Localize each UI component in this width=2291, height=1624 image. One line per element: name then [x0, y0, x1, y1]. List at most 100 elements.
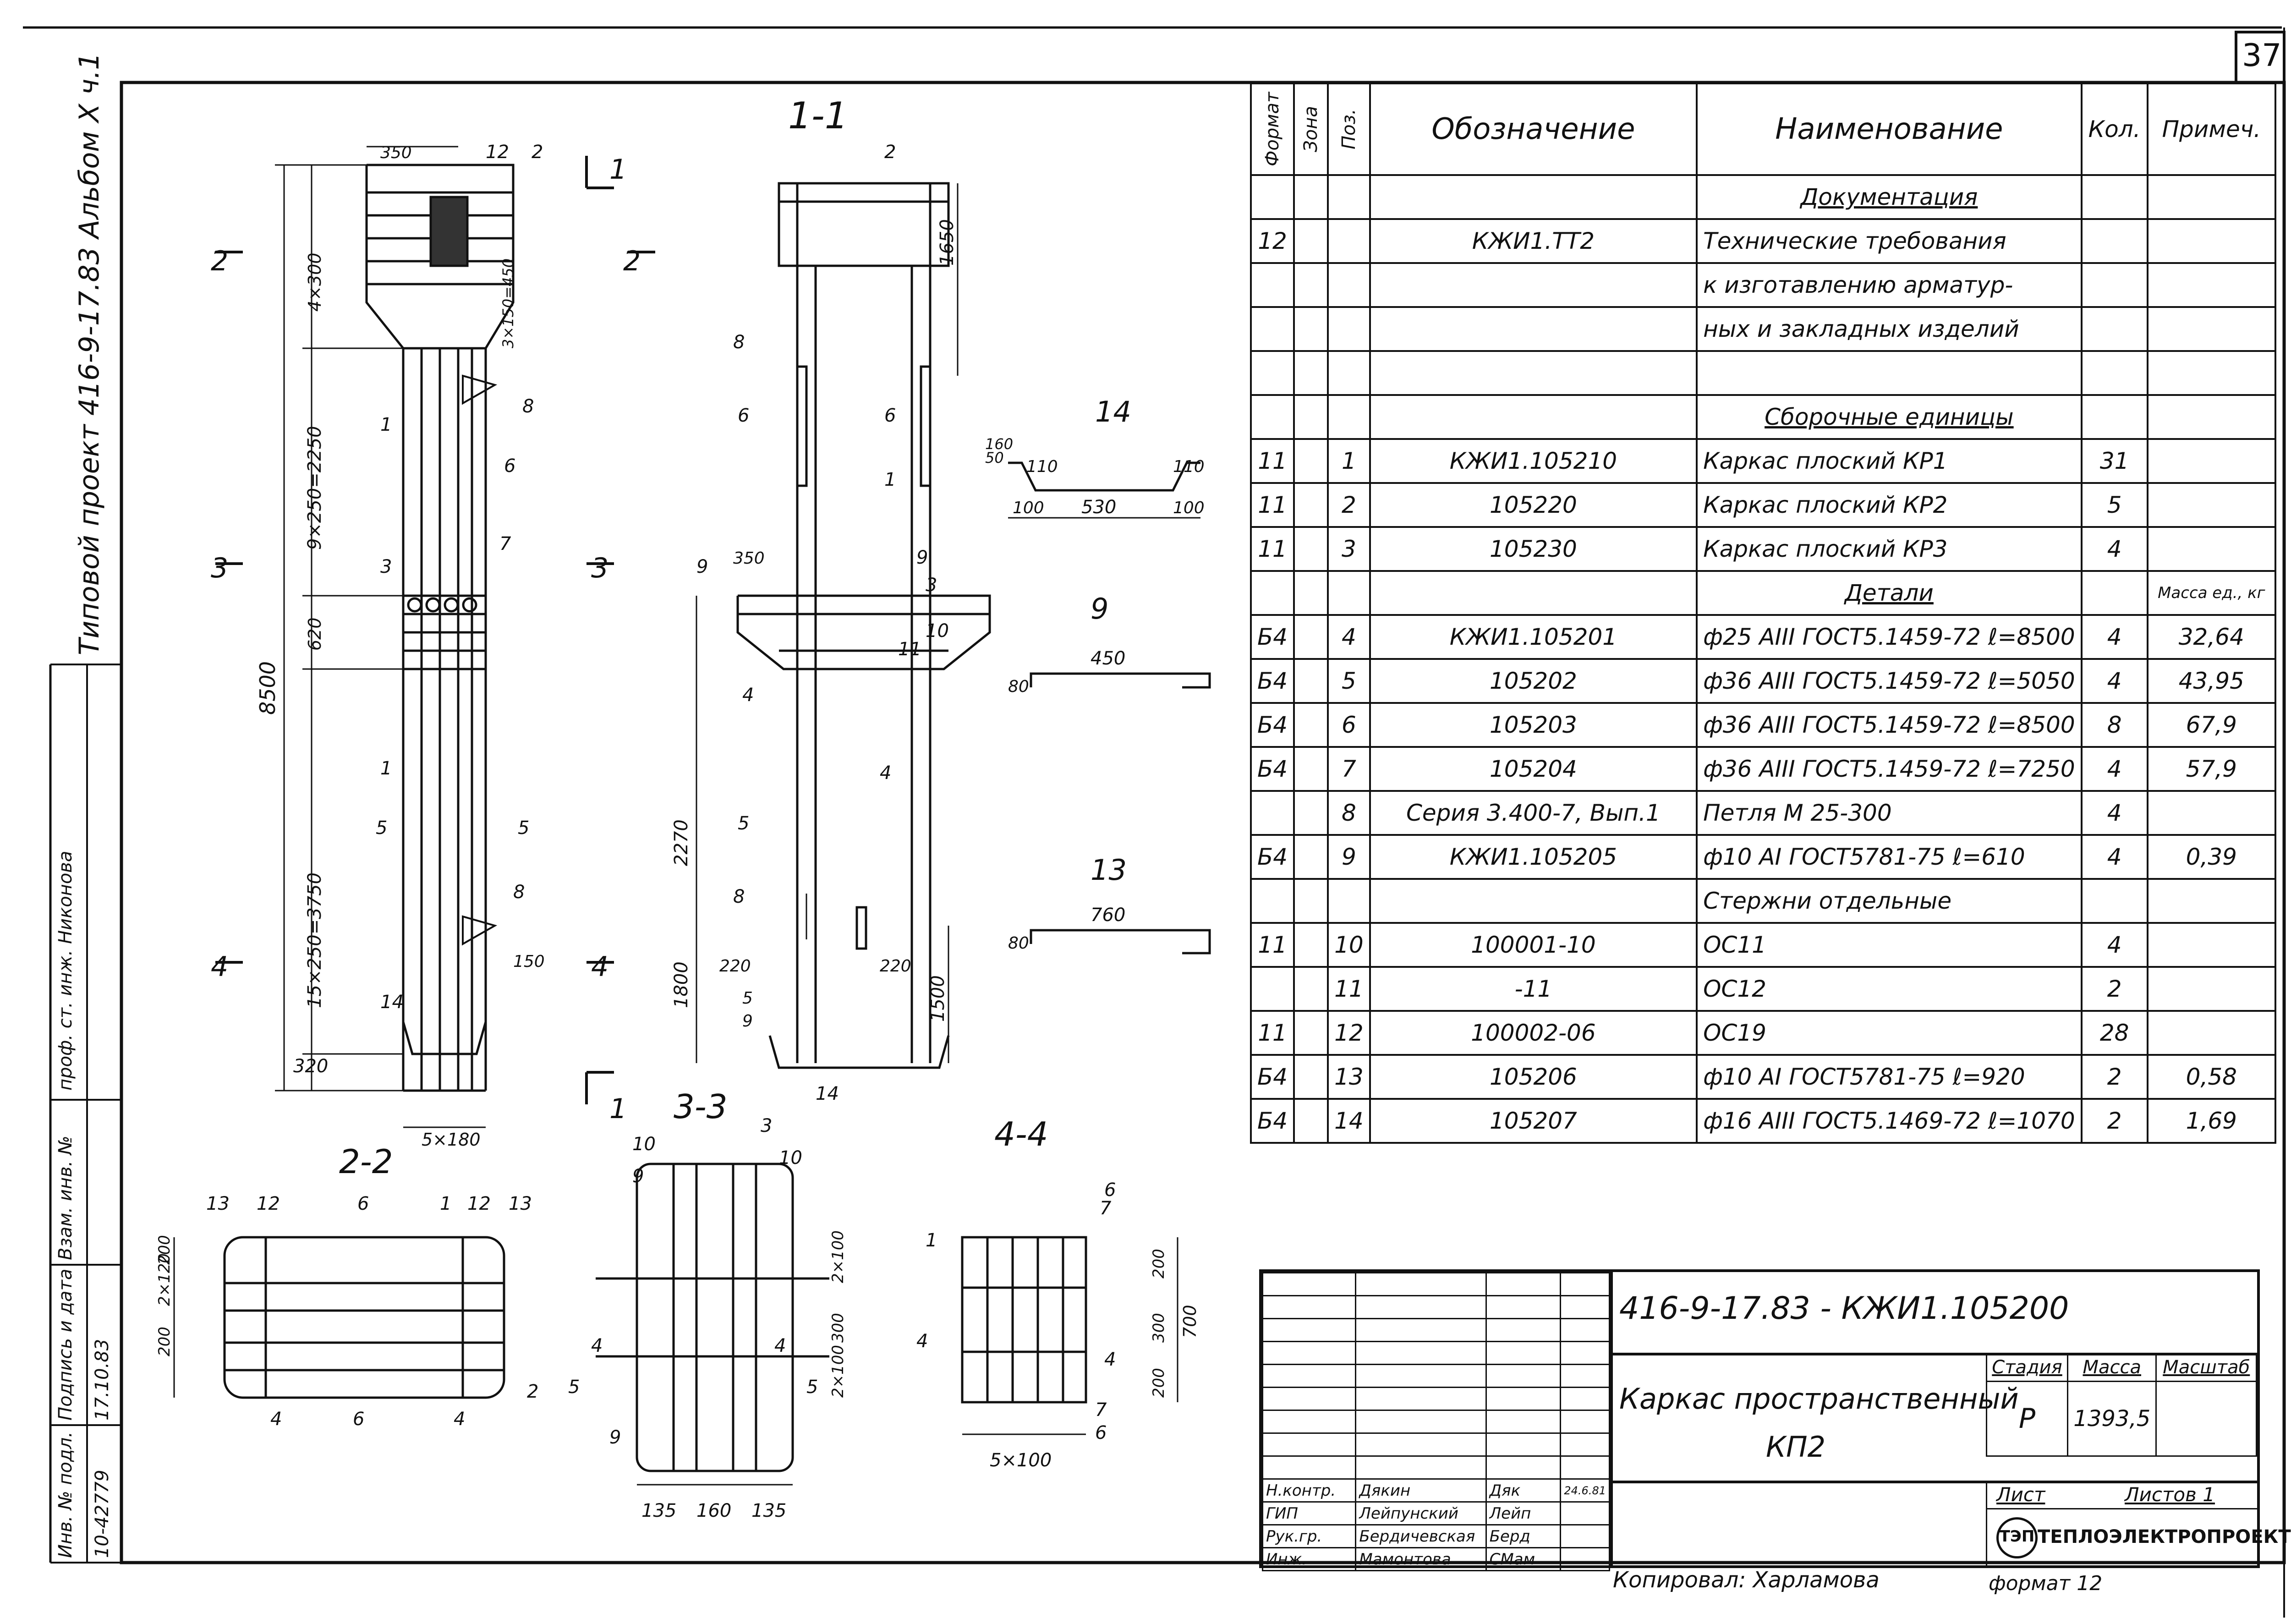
spec-format-cell [1250, 306, 1295, 352]
spec-designation-cell: КЖИ1.105201 [1369, 614, 1698, 660]
signer-name: Лейпунский [1355, 1501, 1487, 1525]
spec-qty-cell: 28 [2080, 1010, 2148, 1056]
document-title-line1: Каркас пространственный [1619, 1382, 2019, 1416]
dim-220-a: 220 [719, 957, 751, 976]
pos-5-elev-b: 5 [518, 817, 529, 839]
pos-9-sec-a: 9 [696, 556, 708, 577]
pos-7-elev: 7 [499, 533, 511, 554]
org-name: ТЕПЛОЭЛЕКТРОПРОЕКТ [2038, 1526, 2291, 1547]
dim-530: 530 [1081, 497, 1116, 518]
spec-note-cell [2146, 526, 2277, 572]
pos-3-s33: 3 [761, 1115, 772, 1136]
pos-1-s44: 1 [926, 1230, 937, 1251]
spec-zone-cell [1293, 1054, 1329, 1100]
dim-200a: 200 [155, 1327, 174, 1356]
pos-6-sec-a: 6 [738, 405, 749, 426]
spec-name-cell: Сборочные единицы [1696, 394, 2083, 440]
signer-role: Рук.гр. [1261, 1524, 1357, 1548]
signer-sign: Берд [1485, 1524, 1562, 1548]
dim-620: 620 [305, 617, 325, 651]
spec-format-cell: 11 [1250, 438, 1295, 484]
spec-zone-cell [1293, 702, 1329, 748]
spec-qty-cell: 2 [2080, 1098, 2148, 1144]
org-logo-icon: ТЭП [1996, 1517, 2038, 1558]
spec-zone-cell [1293, 174, 1329, 220]
pos-6-sec-b: 6 [884, 405, 896, 426]
pos-13-s22a: 13 [206, 1193, 230, 1214]
spec-qty-cell: 4 [2080, 834, 2148, 880]
spec-pos-cell: 6 [1327, 702, 1371, 748]
pos-2-elev: 2 [532, 142, 543, 163]
dim-160: 160 [985, 435, 1013, 453]
spec-pos-cell: 4 [1327, 614, 1371, 660]
pos-14-elev: 14 [380, 992, 404, 1013]
pos-7-s44b: 7 [1095, 1399, 1107, 1421]
mass-value: 1393,5 [2067, 1381, 2157, 1457]
spec-note-cell: 32,64 [2146, 614, 2277, 660]
spec-name-cell: ОС12 [1696, 966, 2083, 1012]
spec-note-cell: 1,69 [2146, 1098, 2277, 1144]
spec-designation-cell: 100002-06 [1369, 1010, 1698, 1056]
spec-format-cell [1250, 174, 1295, 220]
spec-pos-cell: 11 [1327, 966, 1371, 1012]
pos-9-s33a: 9 [632, 1166, 644, 1187]
dim-300b: 300 [1150, 1313, 1168, 1343]
spec-zone-cell [1293, 658, 1329, 704]
spec-pos-cell [1327, 570, 1371, 616]
spec-zone-cell [1293, 614, 1329, 660]
title-block: Н.контр. Дякин Дяк 24.6.81 ГИП Лейпунски… [1259, 1269, 2291, 1571]
spec-zone-cell [1293, 438, 1329, 484]
dim-160b: 160 [696, 1500, 731, 1521]
spec-designation-cell [1369, 174, 1698, 220]
dim-100b: 100 [1173, 499, 1205, 517]
pos-2-sec: 2 [884, 142, 896, 163]
pos-9-sec-b: 9 [916, 547, 928, 568]
dim-150: 150 [513, 952, 545, 971]
spec-row: Стержни отдельные [1250, 878, 2277, 924]
spec-pos-cell: 3 [1327, 526, 1371, 572]
spec-qty-cell [2080, 174, 2148, 220]
stage-header: Стадия [1985, 1353, 2069, 1382]
spec-designation-cell [1369, 878, 1698, 924]
spec-pos-cell [1327, 306, 1371, 352]
pos-6-elev: 6 [504, 455, 515, 477]
signer-name: Дякин [1355, 1478, 1487, 1503]
pos-7-s44a: 7 [1100, 1198, 1112, 1219]
spec-note-cell: 0,39 [2146, 834, 2277, 880]
elevation-view [215, 146, 655, 1128]
dim-1650: 1650 [937, 219, 958, 266]
pos-13-s22b: 13 [509, 1193, 532, 1214]
spec-zone-cell [1293, 1010, 1329, 1056]
spec-designation-cell: 105230 [1369, 526, 1698, 572]
signer-date [1560, 1524, 1610, 1548]
col-zone: Зона [1294, 83, 1328, 175]
spec-name-cell: к изготавлению арматур- [1696, 262, 2083, 308]
spec-format-cell: Б4 [1250, 1098, 1295, 1144]
dim-2x120: 2×120 [155, 1253, 174, 1306]
spec-format-cell [1250, 966, 1295, 1012]
section-2-2-label: 2-2 [339, 1142, 393, 1181]
pos-12-elev: 12 [486, 142, 509, 163]
detail-14-label: 14 [1095, 395, 1131, 428]
spec-format-cell: Б4 [1250, 834, 1295, 880]
title-hline2 [1610, 1481, 2257, 1483]
spec-name-cell: ОС11 [1696, 922, 2083, 968]
spec-pos-cell [1327, 878, 1371, 924]
pos-12-s22b: 12 [467, 1193, 491, 1214]
col-note: Примеч. [2146, 82, 2277, 176]
spec-format-cell [1250, 878, 1295, 924]
signer-role: Н.контр. [1261, 1478, 1357, 1503]
pos-8-elev-b: 8 [513, 882, 525, 903]
spec-designation-cell: КЖИ1.105210 [1369, 438, 1698, 484]
spec-format-cell [1250, 350, 1295, 396]
section-4-4-view [961, 1236, 1178, 1435]
spec-note-cell [2146, 306, 2277, 352]
spec-designation-cell: 105206 [1369, 1054, 1698, 1100]
spec-row: к изготавлению арматур- [1250, 262, 2277, 308]
